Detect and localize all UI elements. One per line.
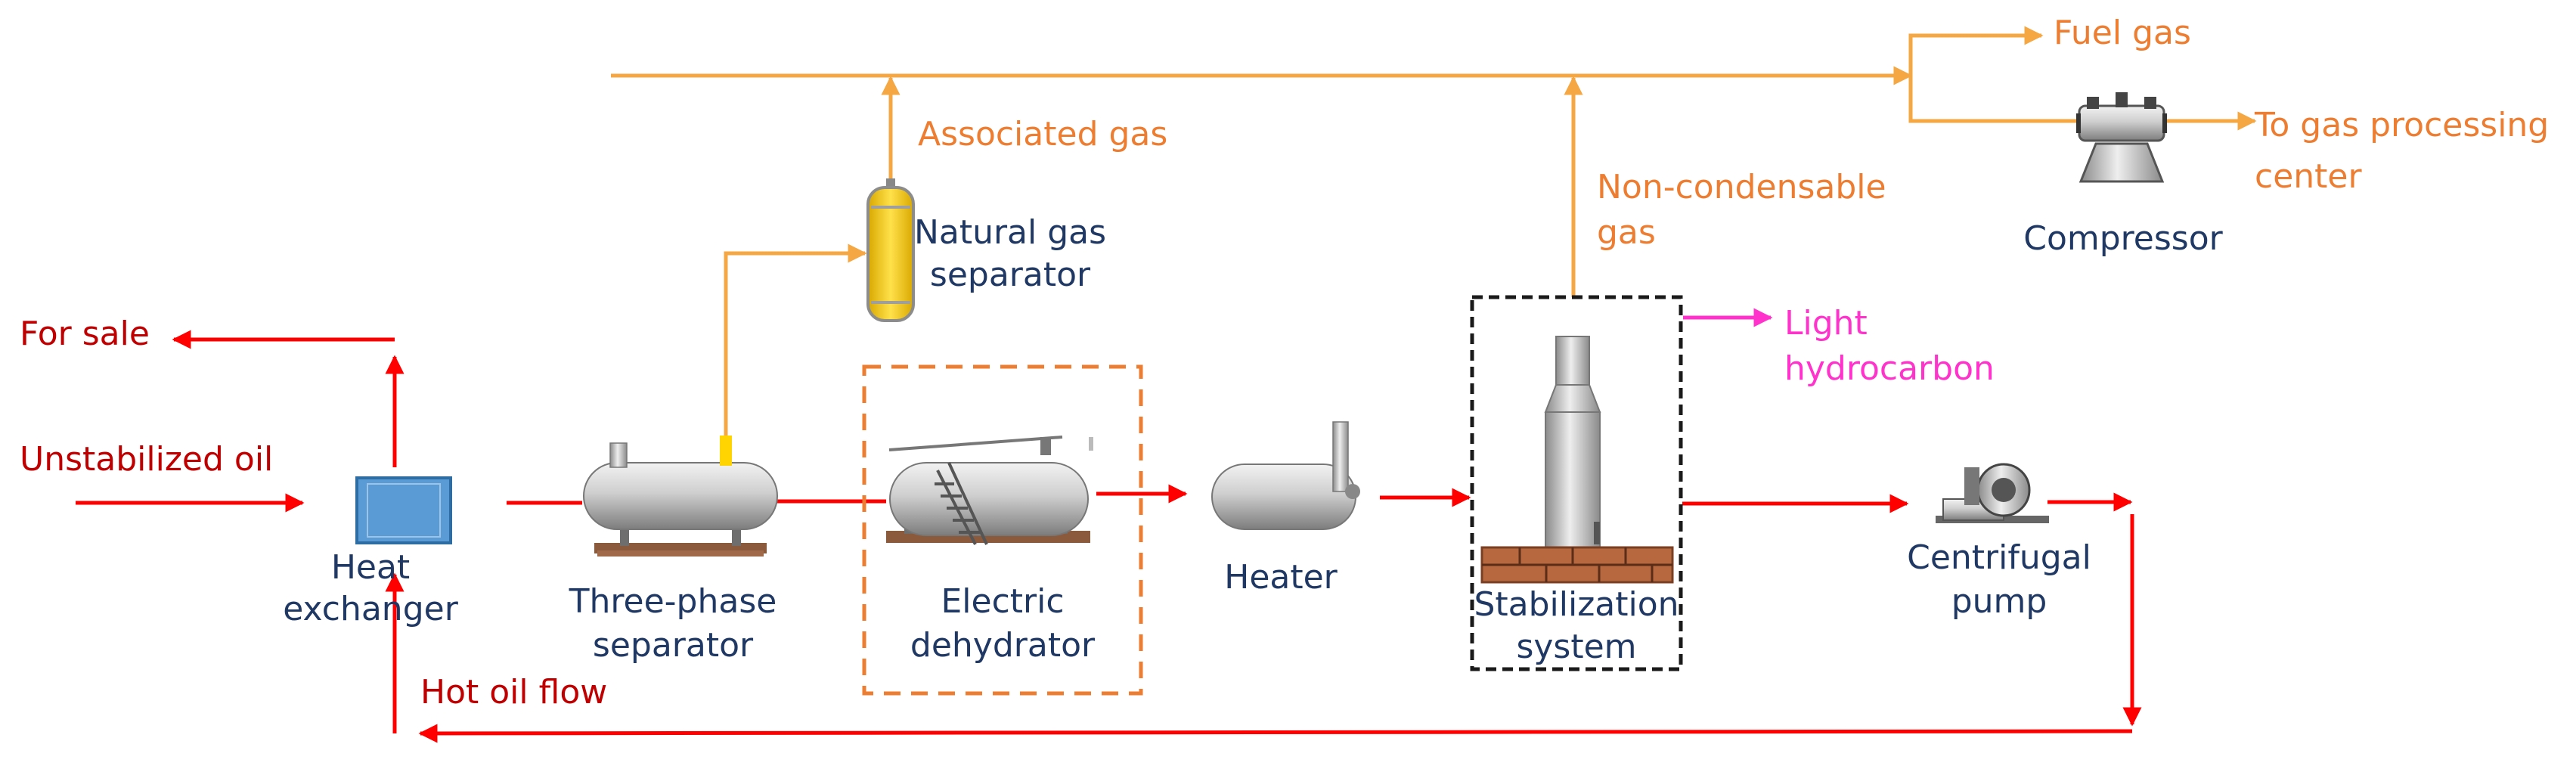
electric-dehydrator-boundary [862,364,1143,696]
centrifugal-pump-icon [1936,463,2049,523]
hot-oil-flow-label: Hot oil flow [420,673,608,712]
separator-gas-line [724,243,867,442]
electric-dehydrator-label-line1: Electric [941,582,1065,621]
electric-dehydrator-label-line2: dehydrator [910,626,1096,665]
non-condensable-gas-label-line2: gas [1597,213,1656,252]
gas-lines [611,26,2257,442]
light-hydrocarbon-label-line1: Light [1784,304,1868,343]
unstabilized-oil-label: Unstabilized oil [20,440,274,479]
stabilization-system-boundary [1470,295,1683,671]
stabilization-system-label-line1: Stabilization [1474,585,1679,624]
to-gas-processing-label-line2: center [2255,157,2362,196]
heat-exchanger-label-line2: exchanger [283,590,458,628]
to-gas-processing-label-line1: To gas processing [2255,106,2550,144]
hot-oil-return-line [418,724,2133,743]
light-hydrocarbon-label-line2: hydrocarbon [1784,349,1995,388]
heater-icon [1211,421,1360,530]
heat-exchanger-label-line1: Heat [330,548,411,587]
fuel-gas-branch [1908,26,2044,76]
three-phase-separator-icon [583,436,778,557]
centrifugal-pump-label-line2: pump [1951,582,2047,621]
fuel-gas-label: Fuel gas [2054,14,2191,52]
compressor-icon [2076,92,2167,183]
centrifugal-pump-label-line1: Centrifugal [1907,538,2091,577]
natural-gas-separator-label-line2: separator [929,256,1091,294]
compressor-label: Compressor [2023,219,2223,258]
heat-exchanger-icon [355,476,452,544]
for-sale-label: For sale [20,315,150,353]
oil-lines [76,330,2142,743]
natural-gas-separator-icon [866,178,915,322]
heater-label: Heater [1224,558,1338,597]
three-phase-separator-label-line1: Three-phase [569,582,777,621]
stabilization-system-label-line2: system [1516,628,1637,666]
associated-gas-label: Associated gas [918,115,1168,153]
non-condensable-gas-label-line1: Non-condensable [1597,168,1886,206]
natural-gas-separator-label-line1: Natural gas [913,213,1107,252]
stabilization-column-icon [1480,336,1674,584]
electric-dehydrator-icon [886,436,1093,545]
compressor-feed-line [1908,76,2078,123]
three-phase-separator-label-line2: separator [592,626,754,665]
